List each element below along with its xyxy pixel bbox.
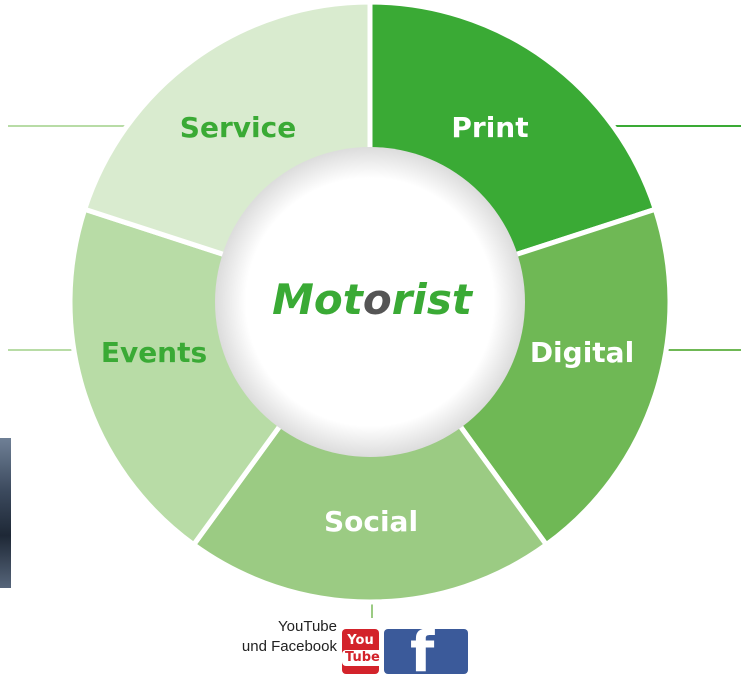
center-title-char: M: [272, 275, 314, 324]
center-title-char: o: [314, 275, 343, 324]
center-title: Motorist: [272, 275, 474, 324]
center-title-char: i: [412, 275, 427, 324]
caption-line-youtube: YouTube: [278, 618, 337, 635]
facebook-icon[interactable]: f: [384, 629, 468, 674]
center-title-char: o: [363, 275, 392, 324]
segment-label-events: Events: [101, 336, 207, 369]
segment-label-service: Service: [180, 111, 296, 144]
segment-label-print: Print: [451, 111, 528, 144]
center-title-char: t: [343, 275, 365, 324]
segment-label-digital: Digital: [530, 336, 634, 369]
cropped-photo: [0, 438, 11, 588]
center-title-char: r: [392, 275, 415, 324]
caption-line-facebook: und Facebook: [241, 638, 337, 655]
social-caption: YouTube und Facebook: [177, 617, 337, 657]
youtube-icon-top: You: [347, 633, 374, 648]
segment-label-social: Social: [324, 505, 418, 538]
center-circle: [215, 147, 525, 457]
center-title-char: s: [427, 275, 452, 324]
center-title-char: t: [452, 275, 474, 324]
youtube-icon-bottom: Tube: [342, 650, 383, 666]
youtube-icon[interactable]: You Tube: [342, 629, 383, 674]
facebook-icon-letter: f: [410, 629, 435, 674]
